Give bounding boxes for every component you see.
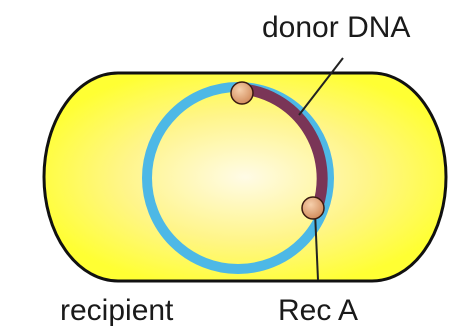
rec-a-label: Rec A: [278, 294, 358, 327]
rec-a-protein-bottom: [302, 197, 324, 219]
recipient-label: recipient: [60, 294, 174, 327]
rec-a-protein-top: [231, 82, 253, 104]
donor-dna-label: donor DNA: [262, 11, 410, 44]
